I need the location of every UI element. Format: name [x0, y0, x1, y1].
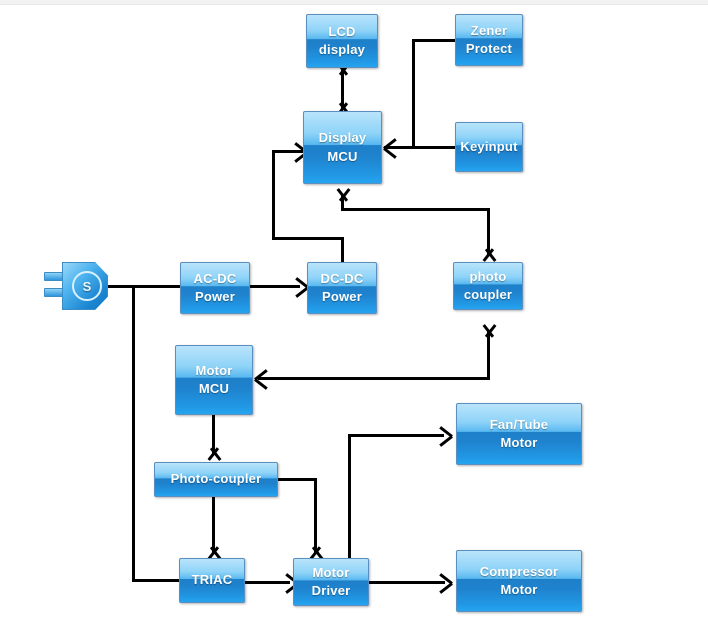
- block-ac-dc-power[interactable]: AC-DC Power: [180, 262, 250, 314]
- block-zener-protect-line2: Protect: [465, 41, 513, 56]
- power-plug-icon: S: [44, 262, 108, 310]
- connector-motormcu-photocoupler: [212, 415, 215, 455]
- block-compressor-motor-line1: Compressor: [479, 563, 559, 579]
- block-lcd-display-line1: LCD: [328, 23, 356, 39]
- block-compressor-motor[interactable]: Compressor Motor: [456, 550, 582, 612]
- block-ac-dc-power-line2: Power: [194, 289, 235, 304]
- connector-photocoupler-to-motordriver-h: [277, 478, 317, 481]
- connector-lcd-displaymcu: [341, 68, 344, 110]
- connector-mains-branch-v: [132, 285, 135, 582]
- connector-mains-trunk: [100, 285, 182, 288]
- connector-mains-branch-h: [132, 579, 180, 582]
- block-motor-mcu-line1: Motor: [195, 362, 233, 378]
- block-display-mcu-line2: MCU: [327, 148, 358, 164]
- block-triac-label: TRIAC: [191, 572, 233, 588]
- connector-feedback-to-motormcu: [258, 377, 490, 380]
- block-fan-tube-motor-line2: Motor: [500, 435, 538, 450]
- connector-motordriver-fan-h: [348, 434, 444, 437]
- block-motor-driver[interactable]: Motor Driver: [293, 558, 369, 606]
- block-photo-coupler-top[interactable]: photo coupler: [453, 262, 523, 310]
- connector-dcdc-into-displaymcu: [272, 150, 304, 153]
- connector-dcdc-up: [341, 237, 344, 263]
- block-motor-driver-line2: Driver: [311, 583, 351, 598]
- block-display-mcu[interactable]: Display MCU: [303, 111, 382, 184]
- connector-acdc-dcdc: [250, 285, 300, 288]
- connector-triac-motordriver: [245, 581, 290, 584]
- block-motor-mcu[interactable]: Motor MCU: [175, 345, 253, 415]
- block-dc-dc-power-line1: DC-DC: [320, 270, 364, 286]
- connector-zener-h1: [412, 39, 457, 42]
- block-photo-coupler-bottom[interactable]: Photo-coupler: [154, 462, 278, 497]
- top-border-strip: [0, 0, 708, 5]
- connector-feedback-to-displaymcu: [341, 194, 344, 210]
- connector-feedback-down-photocoupler: [487, 208, 490, 256]
- block-motor-driver-line1: Motor: [312, 564, 350, 580]
- block-zener-protect[interactable]: Zener Protect: [455, 14, 523, 66]
- block-dc-dc-power-line2: Power: [321, 289, 362, 304]
- block-lcd-display-line2: display: [318, 42, 366, 57]
- block-lcd-display[interactable]: LCD display: [306, 14, 378, 68]
- block-fan-tube-motor-line1: Fan/Tube: [489, 416, 549, 432]
- block-fan-tube-motor[interactable]: Fan/Tube Motor: [456, 403, 582, 465]
- block-photo-coupler-top-line1: photo: [469, 268, 507, 284]
- connector-motordriver-compressor: [369, 581, 445, 584]
- connector-photocoupler-up: [487, 330, 490, 378]
- block-zener-protect-line1: Zener: [470, 22, 508, 38]
- connector-feedback-bus: [341, 208, 489, 211]
- plug-source-label: S: [72, 271, 102, 301]
- block-motor-mcu-line2: MCU: [198, 381, 230, 396]
- connector-dcdc-left: [272, 237, 344, 240]
- block-photo-coupler-bottom-label: Photo-coupler: [170, 471, 262, 487]
- block-ac-dc-power-line1: AC-DC: [193, 270, 237, 286]
- connector-motordriver-up: [348, 434, 351, 560]
- connector-keyinput-h: [384, 146, 457, 149]
- connector-zener-v: [412, 39, 415, 147]
- block-triac[interactable]: TRIAC: [179, 558, 245, 603]
- block-keyinput[interactable]: Keyinput: [455, 122, 523, 172]
- block-dc-dc-power[interactable]: DC-DC Power: [307, 262, 377, 314]
- block-photo-coupler-top-line2: coupler: [463, 287, 513, 302]
- connector-photocoupler-to-motordriver-v: [314, 478, 317, 554]
- connector-photocoupler-triac: [212, 496, 215, 554]
- block-compressor-motor-line2: Motor: [500, 582, 538, 597]
- block-keyinput-label: Keyinput: [460, 138, 518, 154]
- connector-dcdc-riser: [272, 150, 275, 240]
- block-display-mcu-line1: Display: [318, 130, 367, 146]
